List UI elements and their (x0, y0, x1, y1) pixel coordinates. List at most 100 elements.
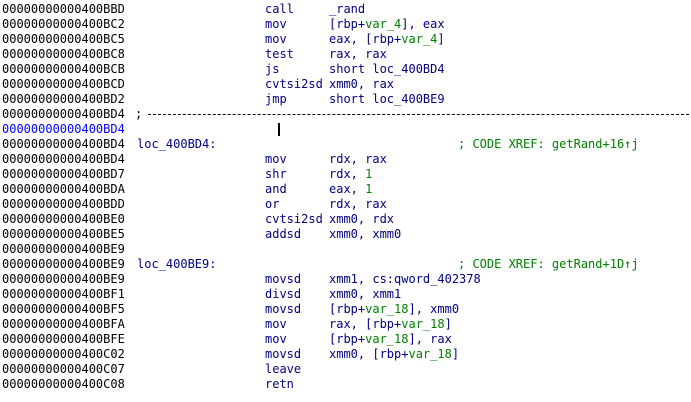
line-address: 00000000000400BCD (2, 77, 125, 91)
instruction-mnemonic[interactable]: mov (265, 32, 287, 46)
operand-text: xmm0, xmm0 (329, 227, 402, 241)
instruction-mnemonic[interactable]: and (265, 182, 287, 196)
code-label[interactable]: loc_400BE9: (137, 257, 217, 271)
instruction-operands[interactable]: xmm0, [rbp+var_18] (329, 347, 459, 362)
instruction-operands[interactable]: rdx, rax (329, 197, 387, 212)
instruction-mnemonic[interactable]: mov (265, 152, 287, 166)
disasm-line[interactable]: 00000000000400BFA mov rax, [rbp+var_18] (0, 317, 691, 332)
disasm-line[interactable]: 00000000000400BF1 divsd xmm0, xmm1 (0, 287, 691, 302)
separator-semicolon: ; (135, 107, 143, 121)
disasm-line[interactable]: 00000000000400BDA and eax, 1 (0, 182, 691, 197)
instruction-operands[interactable]: rax, [rbp+var_18] (329, 317, 452, 332)
instruction-mnemonic[interactable]: cvtsi2sd (265, 77, 323, 91)
instruction-mnemonic[interactable]: or (265, 197, 280, 211)
operand-text: short loc_400BD4 (329, 62, 445, 76)
disasm-line[interactable]: 00000000000400BD2 jmp short loc_400BE9 (0, 92, 691, 107)
instruction-operands[interactable]: [rbp+var_18], xmm0 (329, 302, 459, 317)
line-address: 00000000000400C02 (2, 347, 125, 361)
operand-text: xmm0, [rbp+ (329, 347, 409, 361)
instruction-mnemonic[interactable]: mov (265, 17, 287, 31)
line-address: 00000000000400BFA (2, 317, 125, 331)
line-address: 00000000000400BDD (2, 197, 125, 211)
instruction-mnemonic[interactable]: call (265, 2, 294, 16)
instruction-mnemonic[interactable]: cvtsi2sd (265, 212, 323, 226)
disasm-line[interactable]: 00000000000400C02 movsd xmm0, [rbp+var_18] (0, 347, 691, 362)
operand-text: xmm0, rdx (329, 212, 395, 226)
instruction-mnemonic[interactable]: mov (265, 317, 287, 331)
instruction-operands[interactable]: eax, 1 (329, 182, 372, 197)
operand-symbol: var_4 (401, 32, 438, 46)
instruction-operands[interactable]: [rbp+var_4], eax (329, 17, 445, 32)
disasm-line[interactable]: 00000000000400BE9 (0, 242, 691, 257)
instruction-operands[interactable]: short loc_400BD4 (329, 62, 445, 77)
disasm-line[interactable]: 00000000000400BDD or rdx, rax (0, 197, 691, 212)
operand-text: xmm0, xmm1 (329, 287, 402, 301)
operand-text: ] (444, 317, 452, 331)
instruction-operands[interactable]: xmm0, xmm0 (329, 227, 401, 242)
instruction-mnemonic[interactable]: divsd (265, 287, 302, 301)
code-label[interactable]: loc_400BD4: (137, 137, 217, 151)
disasm-line[interactable]: 00000000000400BD4; (0, 107, 691, 122)
operand-text: _rand (329, 2, 366, 16)
disasm-line[interactable]: 00000000000400BD4 (0, 122, 691, 137)
instruction-mnemonic[interactable]: shr (265, 167, 287, 181)
line-address: 00000000000400BF1 (2, 287, 125, 301)
operand-text: ], eax (401, 17, 445, 31)
line-address: 00000000000400BFE (2, 332, 125, 346)
disasm-line[interactable]: 00000000000400BE9 movsd xmm1, cs:qword_402… (0, 272, 691, 287)
instruction-operands[interactable]: [rbp+var_18], rax (329, 332, 452, 347)
line-address: 00000000000400BF5 (2, 302, 125, 316)
line-address: 00000000000400BDA (2, 182, 125, 196)
instruction-mnemonic[interactable]: jmp (265, 92, 287, 106)
line-address: 00000000000400BD4 (2, 107, 125, 121)
instruction-mnemonic[interactable]: js (265, 62, 280, 76)
instruction-operands[interactable]: rdx, rax (329, 152, 387, 167)
instruction-operands[interactable]: rdx, 1 (329, 167, 372, 182)
instruction-mnemonic[interactable]: test (265, 47, 294, 61)
line-address: 00000000000400BE9 (2, 272, 125, 286)
instruction-operands[interactable]: _rand (329, 2, 365, 17)
instruction-operands[interactable]: xmm0, xmm1 (329, 287, 401, 302)
instruction-mnemonic[interactable]: movsd (265, 302, 302, 316)
operand-text: xmm1, cs:qword_402378 (329, 272, 481, 286)
line-address: 00000000000400BD2 (2, 92, 125, 106)
instruction-mnemonic[interactable]: mov (265, 332, 287, 346)
instruction-operands[interactable]: xmm1, cs:qword_402378 (329, 272, 481, 287)
text-cursor (278, 123, 280, 136)
instruction-operands[interactable]: short loc_400BE9 (329, 92, 445, 107)
instruction-mnemonic[interactable]: movsd (265, 272, 302, 286)
operand-text: ] (437, 32, 445, 46)
disasm-line[interactable]: 00000000000400BCD cvtsi2sd xmm0, rax (0, 77, 691, 92)
instruction-mnemonic[interactable]: movsd (265, 347, 302, 361)
instruction-operands[interactable]: xmm0, rdx (329, 212, 394, 227)
operand-text: [rbp+ (329, 302, 366, 316)
instruction-mnemonic[interactable]: retn (265, 377, 294, 391)
instruction-operands[interactable]: rax, rax (329, 47, 387, 62)
operand-symbol: var_18 (401, 317, 445, 331)
instruction-mnemonic[interactable]: addsd (265, 227, 302, 241)
xref-comment[interactable]: ; CODE XREF: getRand+1D↑j (458, 257, 639, 271)
xref-comment[interactable]: ; CODE XREF: getRand+16↑j (458, 137, 639, 151)
operand-text: ], xmm0 (408, 302, 460, 316)
instruction-mnemonic[interactable]: leave (265, 362, 302, 376)
operand-text: eax, (329, 182, 366, 196)
instruction-operands[interactable]: xmm0, rax (329, 77, 394, 92)
disasm-line[interactable]: 00000000000400BFE mov [rbp+var_18], rax (0, 332, 691, 347)
instruction-operands[interactable]: eax, [rbp+var_4] (329, 32, 445, 47)
operand-text: ], rax (408, 332, 452, 346)
disasm-line[interactable]: 00000000000400BF5 movsd [rbp+var_18], xmm0 (0, 302, 691, 317)
